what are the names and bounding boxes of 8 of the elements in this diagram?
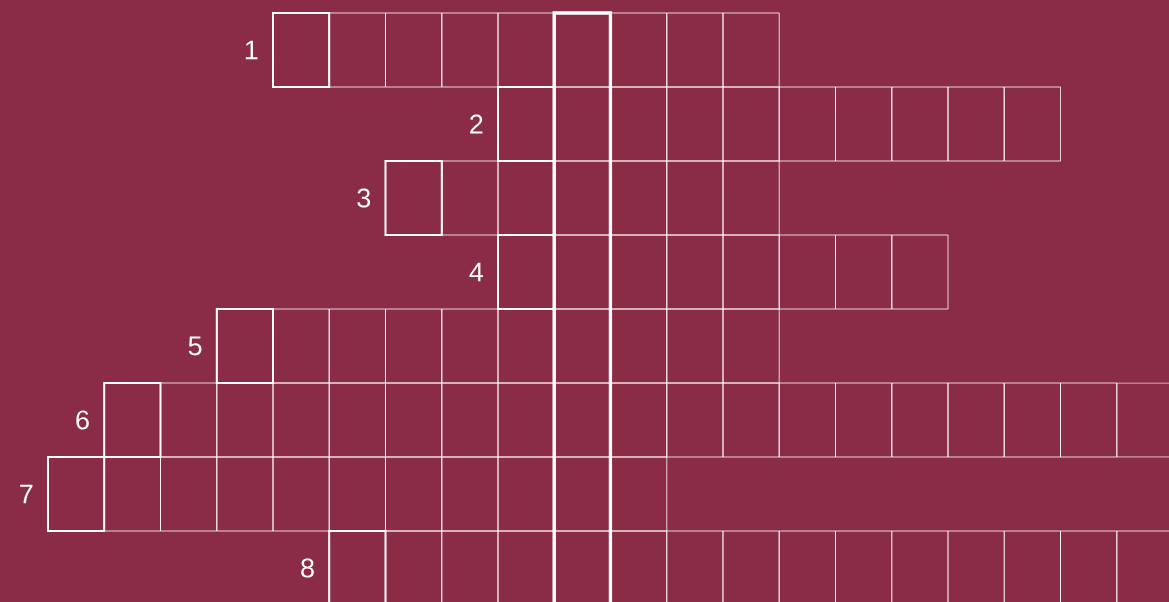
clue-number: 7	[20, 484, 33, 504]
clue-number: 6	[76, 410, 89, 430]
clue-number: 2	[470, 114, 483, 134]
clue-number: 5	[188, 336, 202, 356]
clue-number: 1	[245, 40, 258, 60]
clue-number: 8	[301, 558, 314, 578]
clue-number: 3	[357, 188, 371, 208]
clue-number: 4	[469, 262, 483, 282]
